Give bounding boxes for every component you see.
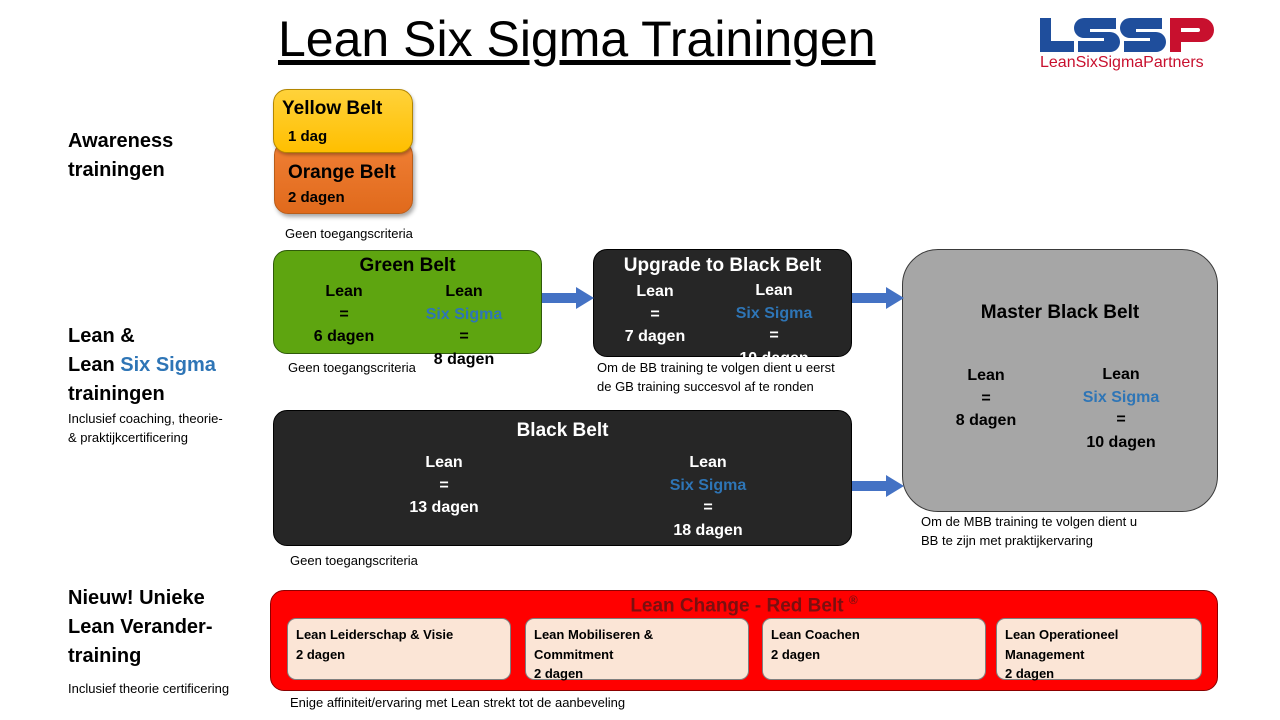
black-belt-box: Black Belt Lean=13 dagen Lean Six Sigma … [273, 410, 852, 546]
upgrade-lean-column: Lean=7 dagen [624, 283, 686, 345]
red-criteria: Enige affiniteit/ervaring met Lean strek… [290, 695, 626, 710]
awareness-criteria: Geen toegangscriteria [285, 226, 413, 241]
green-belt-box: Green Belt Lean=6 dagen Lean Six Sigma =… [273, 250, 542, 368]
master-black-belt-name: Master Black Belt [980, 302, 1140, 323]
master-black-belt-box: Master Black Belt Lean=8 dagen Lean Six … [902, 249, 1218, 512]
green-belt-name: Green Belt [359, 255, 456, 276]
awareness-row-label: Awareness trainingen [68, 130, 174, 181]
arrow-right-icon [852, 287, 904, 309]
page-title: Lean Six Sigma Trainingen [278, 11, 876, 67]
lean-row-note: Inclusief coaching, theorie- & praktijkc… [68, 411, 223, 445]
yellow-belt-box: Yellow Belt 1 dag [273, 89, 413, 153]
master-lean-column: Lean=8 dagen [955, 367, 1017, 429]
lssp-logo: LeanSixSigmaPartners [1038, 12, 1218, 74]
black-belt-name: Black Belt [516, 420, 609, 441]
upgrade-name: Upgrade to Black Belt [623, 255, 822, 276]
lssp-logo-mark [1040, 18, 1214, 52]
green-criteria: Geen toegangscriteria [288, 360, 416, 375]
upgrade-box: Upgrade to Black Belt Lean=7 dagen Lean … [593, 249, 852, 367]
upgrade-note: Om de BB training te volgen dient u eers… [597, 360, 835, 394]
red-belt-name: Lean Change - Red Belt ® [630, 593, 858, 617]
master-note: Om de MBB training te volgen dient u BB … [921, 514, 1138, 548]
black-lean-column: Lean=13 dagen [409, 454, 479, 516]
black-lss-column: Lean Six Sigma =18 dagen [669, 454, 747, 539]
lean-row-label: Lean & Lean Six Sigma trainingen [68, 325, 216, 405]
arrow-right-icon [852, 475, 904, 497]
yellow-belt-duration: 1 dag [288, 128, 328, 145]
nieuw-row-note: Inclusief theorie certificering [68, 681, 230, 696]
orange-belt-name: Orange Belt [288, 162, 396, 183]
orange-belt-duration: 2 dagen [288, 189, 345, 206]
nieuw-row-label: Nieuw! Unieke Lean Verander- training [68, 587, 213, 667]
green-lss-column: Lean Six Sigma =8 dagen [425, 283, 503, 368]
green-lean-column: Lean=6 dagen [313, 283, 375, 345]
orange-belt-box: Orange Belt 2 dagen [274, 141, 413, 214]
upgrade-lss-column: Lean Six Sigma =10 dagen [735, 282, 813, 367]
red-belt-box: Lean Change - Red Belt ® Lean Leiderscha… [270, 590, 1218, 691]
arrow-right-icon [542, 287, 594, 309]
black-criteria: Geen toegangscriteria [290, 553, 418, 568]
logo-subtitle: LeanSixSigmaPartners [1040, 54, 1204, 71]
yellow-belt-name: Yellow Belt [282, 98, 383, 119]
master-lss-column: Lean Six Sigma =10 dagen [1082, 366, 1160, 451]
